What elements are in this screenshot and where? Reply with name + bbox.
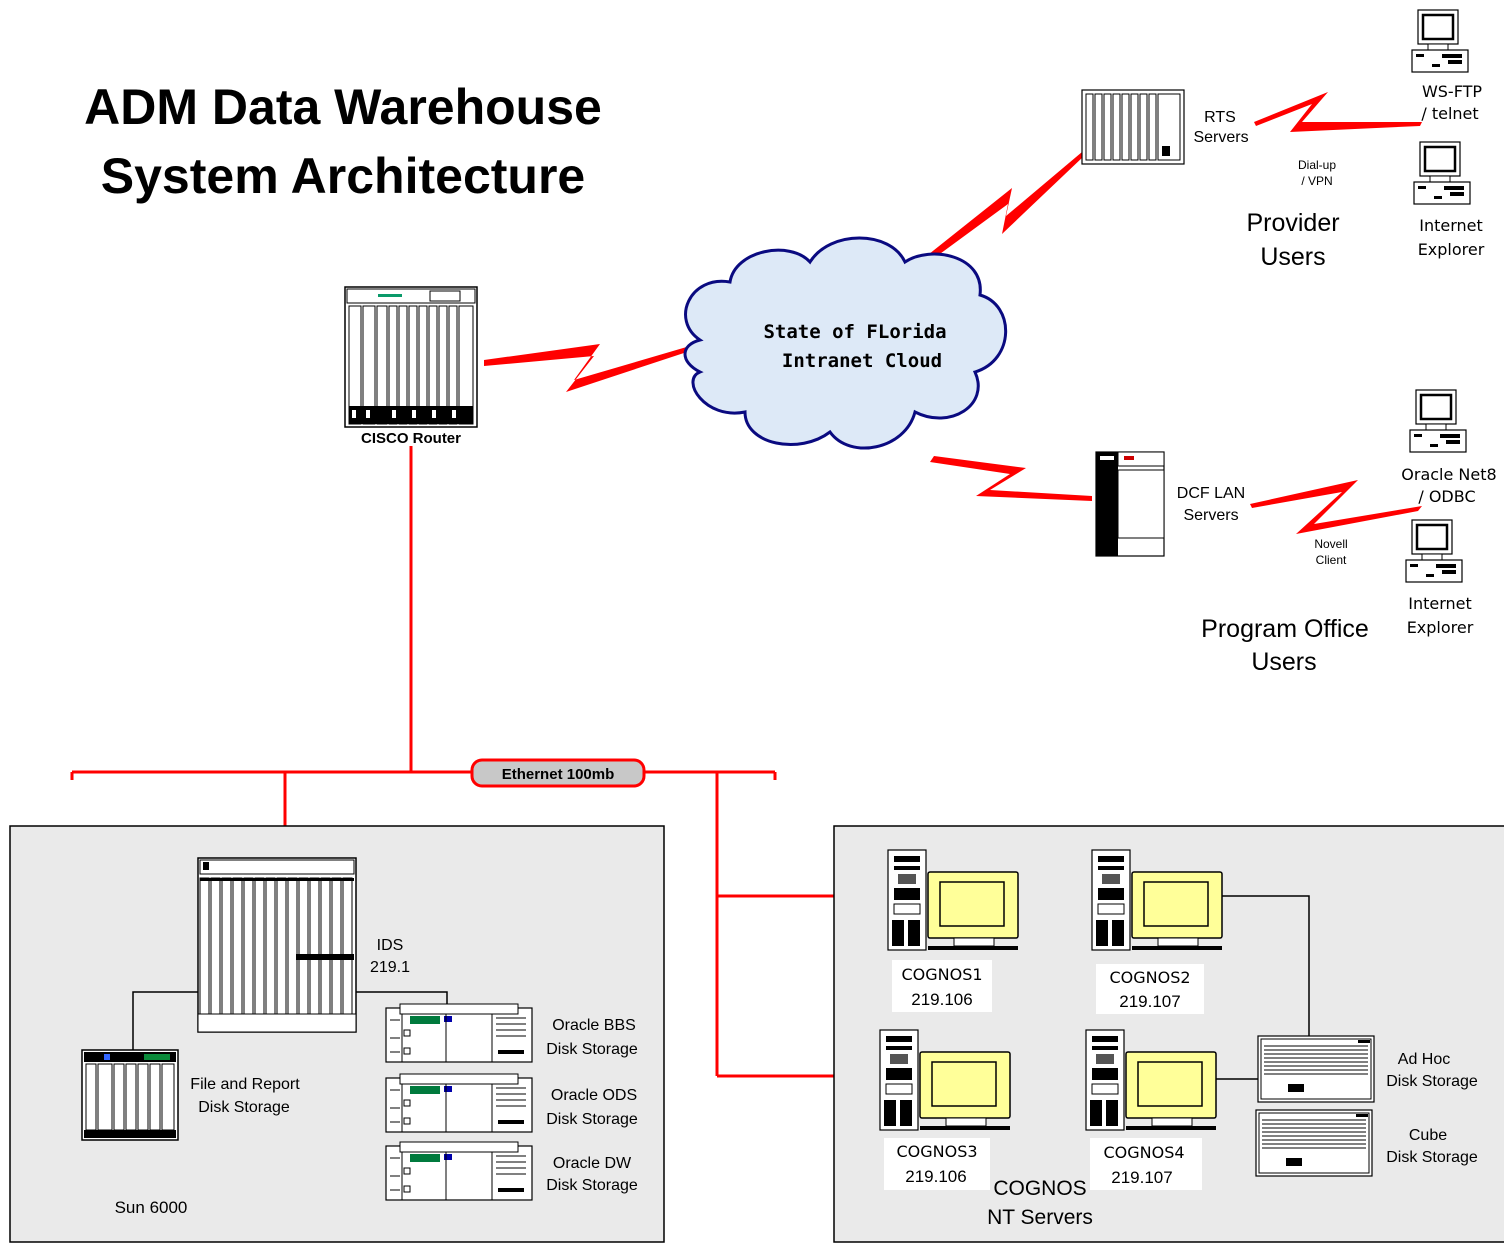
rts-servers: RTS Servers <box>1081 89 1249 165</box>
ids-label-line2: 219.1 <box>370 959 410 976</box>
cognos4-ip: 219.107 <box>1111 1168 1172 1187</box>
cloud-label-line1: State of FLorida <box>763 321 946 343</box>
ethernet-label: Ethernet 100mb <box>502 766 615 783</box>
file-report-storage: File and Report Disk Storage <box>81 1049 300 1141</box>
cube-line2: Disk Storage <box>1386 1149 1478 1166</box>
dcf-label-line2: Servers <box>1183 507 1238 524</box>
bbs-line2: Disk Storage <box>546 1041 638 1058</box>
oracle-net-line2: / ODBC <box>1418 487 1475 506</box>
ods-line2: Disk Storage <box>546 1111 638 1128</box>
adhoc-storage <box>1257 1035 1375 1103</box>
router-label: CISCO Router <box>361 430 461 447</box>
wsftp-label-line2: / telnet <box>1421 104 1478 123</box>
rts-label-line2: Servers <box>1193 129 1248 146</box>
ids-label-line1: IDS <box>377 937 404 954</box>
dialup-label-line1: Dial-up <box>1298 158 1336 172</box>
program-office-line2: Users <box>1251 648 1316 676</box>
diagram-title-line2: System Architecture <box>101 148 585 204</box>
dw-line2: Disk Storage <box>546 1177 638 1194</box>
cognos2-ip: 219.107 <box>1119 992 1180 1011</box>
cube-line1: Cube <box>1409 1127 1447 1144</box>
wsftp-label-line1: WS-FTP <box>1422 82 1482 101</box>
cisco-router: CISCO Router <box>344 286 478 447</box>
cognos3-ip: 219.106 <box>905 1167 966 1186</box>
file-storage-line2: Disk Storage <box>198 1099 290 1116</box>
provider-desktop-ftp <box>1410 8 1470 74</box>
adhoc-line2: Disk Storage <box>1386 1073 1478 1090</box>
ie-bottom-line2: Explorer <box>1407 618 1474 637</box>
cognos3-name: COGNOS3 <box>896 1142 977 1161</box>
cognos1-name: COGNOS1 <box>901 965 982 984</box>
cube-storage <box>1255 1109 1373 1177</box>
novell-label-line1: Novell <box>1314 537 1347 551</box>
oracle-net-line1: Oracle Net8 <box>1401 465 1496 484</box>
bbs-line1: Oracle BBS <box>552 1017 636 1034</box>
oracle-bbs-disk <box>385 1003 533 1063</box>
cognos-box-line2: NT Servers <box>987 1206 1093 1229</box>
sun-6000-panel: IDS 219.1 File and Report Disk Storage O… <box>9 825 665 1243</box>
provider-desktop-browser <box>1412 140 1472 206</box>
ie-top-line2: Explorer <box>1418 240 1485 259</box>
cognos-box-line1: COGNOS <box>993 1177 1086 1200</box>
cognos4-name: COGNOS4 <box>1103 1143 1184 1162</box>
dcf-label-line1: DCF LAN <box>1177 485 1245 502</box>
ethernet-backbone: Ethernet 100mb <box>470 758 646 788</box>
ie-bottom-line1: Internet <box>1408 594 1472 613</box>
cognos-panel: COGNOS1 219.106 COGNOS2 219.107 COGNOS3 … <box>833 825 1504 1243</box>
program-office-desktop-browser <box>1404 518 1464 584</box>
rts-label-line1: RTS <box>1204 109 1236 126</box>
sun-box-label: Sun 6000 <box>115 1198 188 1217</box>
oracle-dw-disk <box>385 1141 533 1201</box>
cognos2-name: COGNOS2 <box>1109 968 1190 987</box>
ie-top-line1: Internet <box>1419 216 1483 235</box>
cloud-label-line2: Intranet Cloud <box>782 350 942 372</box>
dw-line1: Oracle DW <box>553 1155 632 1172</box>
dialup-label-line2: / VPN <box>1301 174 1332 188</box>
ods-line1: Oracle ODS <box>551 1087 637 1104</box>
provider-users-line2: Users <box>1260 243 1325 271</box>
cognos1-ip: 219.106 <box>911 990 972 1009</box>
oracle-ods-disk <box>385 1073 533 1133</box>
novell-label-line2: Client <box>1316 553 1347 567</box>
program-office-line1: Program Office <box>1201 615 1369 643</box>
diagram-title-line1: ADM Data Warehouse <box>84 79 602 135</box>
adhoc-line1: Ad Hoc <box>1398 1051 1450 1068</box>
program-office-desktop-oracle <box>1408 388 1468 454</box>
wan-links <box>484 92 1422 534</box>
file-storage-line1: File and Report <box>190 1076 300 1093</box>
network-links <box>70 446 1096 1081</box>
provider-users-line1: Provider <box>1246 209 1339 237</box>
intranet-cloud: State of FLorida Intranet Cloud <box>683 236 1008 450</box>
dcf-lan-servers: DCF LAN Servers <box>1095 451 1245 557</box>
